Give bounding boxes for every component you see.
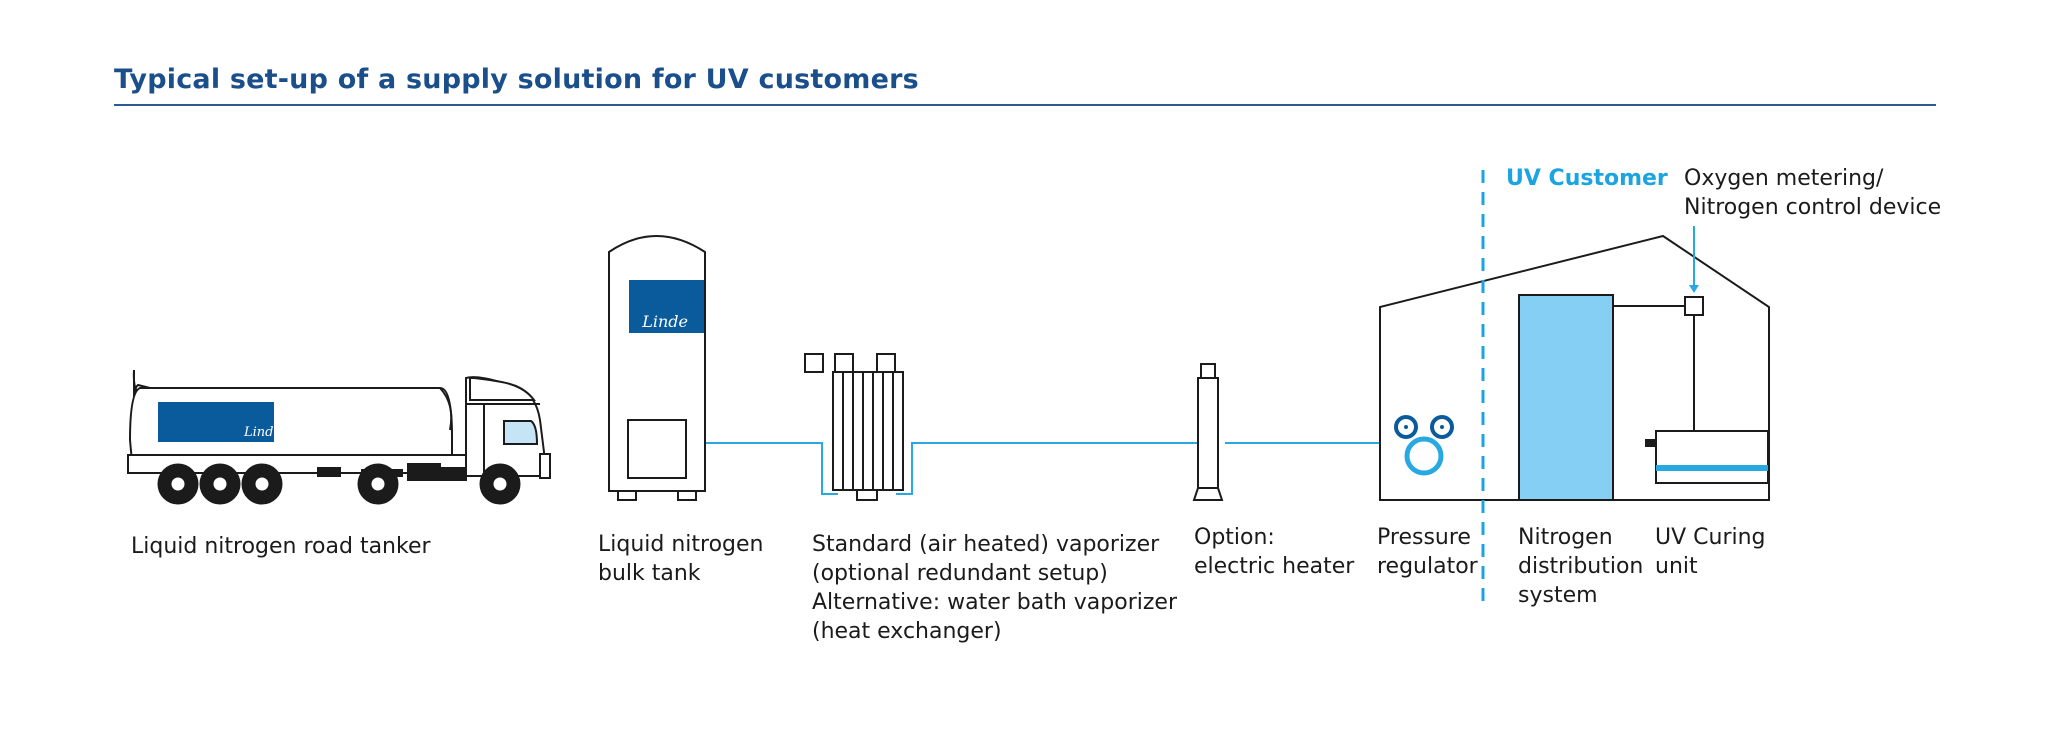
label-vaporizer: Standard (air heated) vaporizer(optional… xyxy=(812,532,1177,644)
uv-curing-stripe xyxy=(1656,465,1768,471)
label-road-tanker: Liquid nitrogen road tanker xyxy=(131,534,431,559)
bulk-tank xyxy=(608,235,706,501)
label-electric-heater: Option:electric heater xyxy=(1194,525,1355,579)
tanker-logo-panel xyxy=(158,402,274,442)
device-pointer-arrow xyxy=(1689,285,1699,293)
nitrogen-pipeline xyxy=(706,442,1656,495)
tanker-logo-text: Linde xyxy=(243,425,281,440)
oxygen-control-device xyxy=(1613,296,1704,431)
vaporizer xyxy=(804,353,904,501)
page-title: Typical set-up of a supply solution for … xyxy=(114,64,919,95)
electric-heater xyxy=(1192,363,1224,501)
label-oxygen-metering: Oxygen metering/Nitrogen control device xyxy=(1684,166,1942,220)
uv-curing-unit xyxy=(1645,430,1769,484)
title-underline xyxy=(114,104,1936,106)
tanker-wheels xyxy=(157,463,521,505)
bulk-tank-logo-panel xyxy=(629,280,704,333)
cab-window xyxy=(503,420,539,445)
nitrogen-distribution-system xyxy=(1518,294,1614,501)
uv-customer-label: UV Customer xyxy=(1506,166,1668,191)
pressure-regulator xyxy=(1394,415,1454,476)
bulk-tank-logo-text: Linde xyxy=(641,312,688,331)
